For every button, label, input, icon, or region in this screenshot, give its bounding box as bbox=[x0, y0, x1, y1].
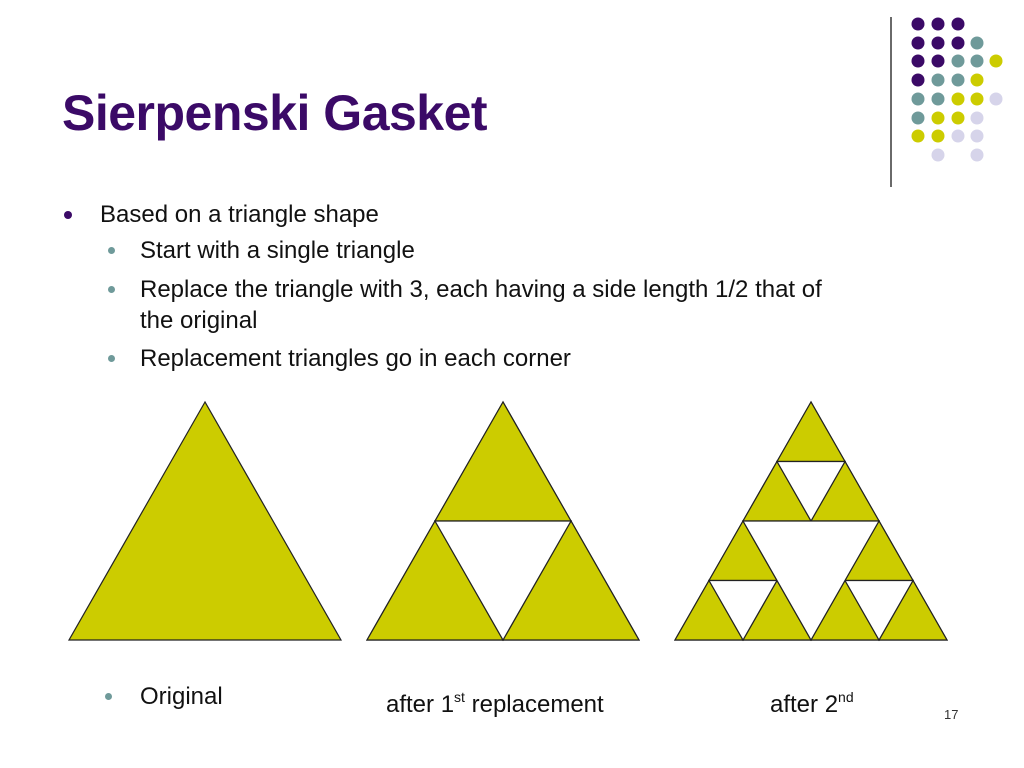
bullet-marker bbox=[105, 693, 112, 700]
sub-bullet-item: Start with a single triangle bbox=[108, 236, 415, 266]
decorative-dot bbox=[970, 148, 984, 162]
bullet-text: Replace the triangle with 3, each having… bbox=[140, 276, 822, 303]
decorative-dot bbox=[931, 148, 945, 162]
filled-triangle bbox=[67, 400, 343, 641]
bullet-item: Based on a triangle shape bbox=[64, 200, 379, 230]
triangle-original bbox=[67, 400, 343, 641]
decorative-dot bbox=[970, 36, 984, 50]
decorative-dot bbox=[970, 73, 984, 87]
bullet-text: Start with a single triangle bbox=[140, 237, 415, 264]
decorative-dot bbox=[911, 111, 925, 125]
decorative-dot bbox=[951, 36, 965, 50]
caption-second-replacement: after 2nd bbox=[770, 682, 854, 720]
caption-text: after 1 bbox=[386, 691, 455, 718]
decorative-dot bbox=[951, 92, 965, 106]
bullet-text: the original bbox=[140, 307, 258, 334]
decorative-dot bbox=[911, 92, 925, 106]
decorative-dot bbox=[951, 73, 965, 87]
removed-triangle bbox=[775, 460, 847, 523]
removed-triangle bbox=[433, 520, 573, 642]
triangle-after-first-replacement bbox=[365, 400, 641, 642]
caption-superscript: st bbox=[454, 689, 465, 705]
decorative-dot bbox=[951, 111, 965, 125]
slide-title: Sierpenski Gasket bbox=[62, 85, 488, 141]
decorative-dot-grid bbox=[911, 17, 1003, 162]
decorative-dot bbox=[951, 129, 965, 143]
caption-text: replacement bbox=[464, 691, 604, 718]
decorative-dot bbox=[911, 36, 925, 50]
caption-superscript: nd bbox=[838, 689, 854, 705]
removed-triangle bbox=[707, 579, 779, 642]
caption-first-replacement: after 1st replacement bbox=[386, 682, 604, 720]
decorative-dot bbox=[911, 129, 925, 143]
caption-text: after 2 bbox=[770, 691, 839, 718]
sub-bullet-item: Replacement triangles go in each corner bbox=[108, 344, 571, 374]
decorative-dot bbox=[970, 92, 984, 106]
decorative-dot bbox=[951, 17, 965, 31]
decorative-dot bbox=[989, 92, 1003, 106]
decorative-dot bbox=[931, 92, 945, 106]
bullet-marker bbox=[108, 355, 115, 362]
decorative-dot bbox=[970, 129, 984, 143]
decorative-dot bbox=[970, 54, 984, 68]
decorative-dot bbox=[931, 129, 945, 143]
decorative-dot bbox=[989, 54, 1003, 68]
bullet-marker bbox=[108, 247, 115, 254]
sub-bullet-item: Replace the triangle with 3, each having… bbox=[108, 275, 822, 305]
filled-triangle bbox=[775, 400, 847, 463]
triangle-after-second-replacement bbox=[673, 400, 949, 642]
decorative-dot bbox=[931, 36, 945, 50]
removed-triangle bbox=[741, 520, 881, 642]
decorative-dot bbox=[931, 54, 945, 68]
sub-bullet-continuation: the original bbox=[140, 306, 257, 336]
slide-number: 17 bbox=[944, 707, 959, 722]
decorative-dot bbox=[911, 17, 925, 31]
decorative-dot bbox=[931, 73, 945, 87]
decorative-dot bbox=[931, 17, 945, 31]
removed-triangle bbox=[843, 579, 915, 642]
caption-original: Original bbox=[140, 682, 223, 712]
bullet-text: Replacement triangles go in each corner bbox=[140, 345, 571, 372]
decorative-dot bbox=[951, 54, 965, 68]
bullet-marker bbox=[108, 286, 115, 293]
decorative-divider bbox=[890, 17, 892, 187]
decorative-dot bbox=[931, 111, 945, 125]
bullet-marker bbox=[64, 211, 72, 219]
bullet-text: Based on a triangle shape bbox=[100, 201, 379, 228]
decorative-dot bbox=[970, 111, 984, 125]
decorative-dot bbox=[911, 73, 925, 87]
filled-triangle bbox=[433, 400, 573, 522]
caption-text: Original bbox=[140, 683, 223, 710]
decorative-dot bbox=[911, 54, 925, 68]
